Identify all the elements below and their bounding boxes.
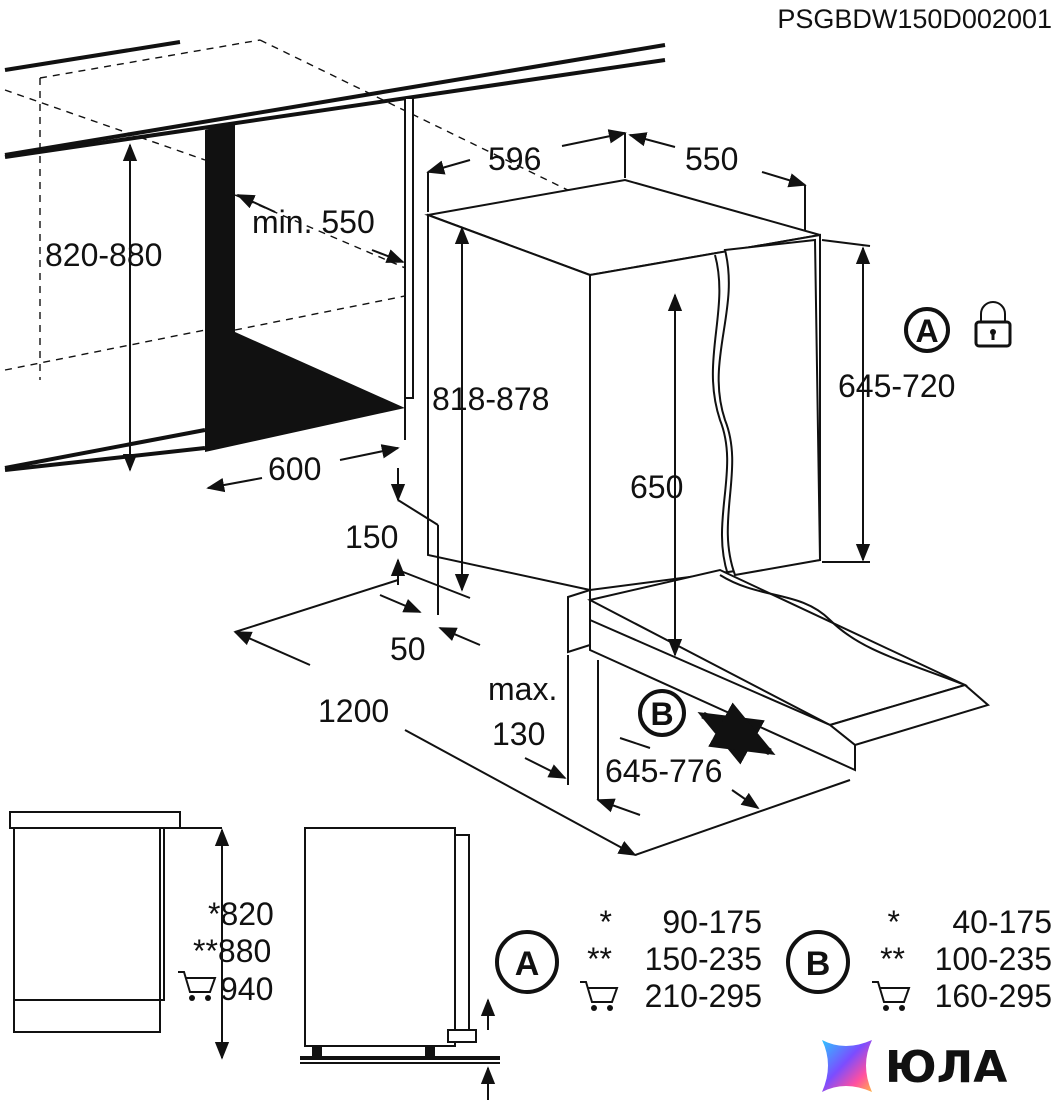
offset-max-value: 130 xyxy=(492,716,545,752)
marker-a: A xyxy=(904,307,950,353)
clearance-label: 1200 xyxy=(318,693,389,729)
table-a-value-1: 90-175 xyxy=(662,904,762,940)
dishwasher-body xyxy=(424,178,991,772)
table-b-value-2: 100-235 xyxy=(935,941,1052,977)
inner-height-label: 650 xyxy=(630,469,683,505)
niche-width-label: 600 xyxy=(268,451,321,487)
side-view-worktop xyxy=(9,811,230,1060)
marker-b: B xyxy=(638,689,686,737)
model-code: PSGBDW150D002001 xyxy=(777,4,1052,34)
table-a-value-2: 150-235 xyxy=(645,941,762,977)
lock-icon xyxy=(974,301,1012,348)
table-a-mark-2: ** xyxy=(587,941,612,977)
cart-icon xyxy=(178,971,217,1001)
appliance-height-label: 818-878 xyxy=(432,381,549,417)
table-b-mark-2: ** xyxy=(880,941,905,977)
side-height-2: **880 xyxy=(193,933,271,969)
table-a-value-3: 210-295 xyxy=(645,978,762,1014)
niche-depth-label: min. 550 xyxy=(252,204,375,240)
side-height-1: *820 xyxy=(208,896,274,932)
table-b-letter: B xyxy=(806,945,831,983)
appliance-width-label: 596 xyxy=(488,141,541,177)
dimension-lines xyxy=(122,129,871,856)
side-height-3: 940 xyxy=(220,971,273,1007)
table-b-mark-1: * xyxy=(888,904,900,940)
side-view-appliance xyxy=(300,827,500,1100)
brand-star-icon xyxy=(822,1040,872,1092)
brand-name: ЮЛА xyxy=(885,1042,1007,1093)
offset-max-label: max. xyxy=(488,671,557,707)
svg-text:B: B xyxy=(650,696,673,732)
table-b-value-1: 40-175 xyxy=(952,904,1052,940)
table-a-letter: A xyxy=(515,945,540,983)
table-a: A * 90-175 ** 150-235 210-295 xyxy=(495,904,762,1014)
cart-icon xyxy=(872,981,911,1011)
cabinet-niche xyxy=(4,39,666,472)
table-b: B * 40-175 ** 100-235 160-295 xyxy=(786,904,1052,1014)
plinth-height-label: 150 xyxy=(345,519,398,555)
door-height-label: 645-720 xyxy=(838,368,955,404)
plinth-gap-label: 50 xyxy=(390,631,426,667)
cart-icon xyxy=(580,981,619,1011)
brand-logo: ЮЛА xyxy=(822,1040,1007,1093)
niche-height-label: 820-880 xyxy=(45,237,162,273)
svg-text:A: A xyxy=(915,313,938,349)
door-travel-label: 645-776 xyxy=(605,753,722,789)
table-a-mark-1: * xyxy=(600,904,612,940)
table-b-value-3: 160-295 xyxy=(935,978,1052,1014)
appliance-depth-label: 550 xyxy=(685,141,738,177)
